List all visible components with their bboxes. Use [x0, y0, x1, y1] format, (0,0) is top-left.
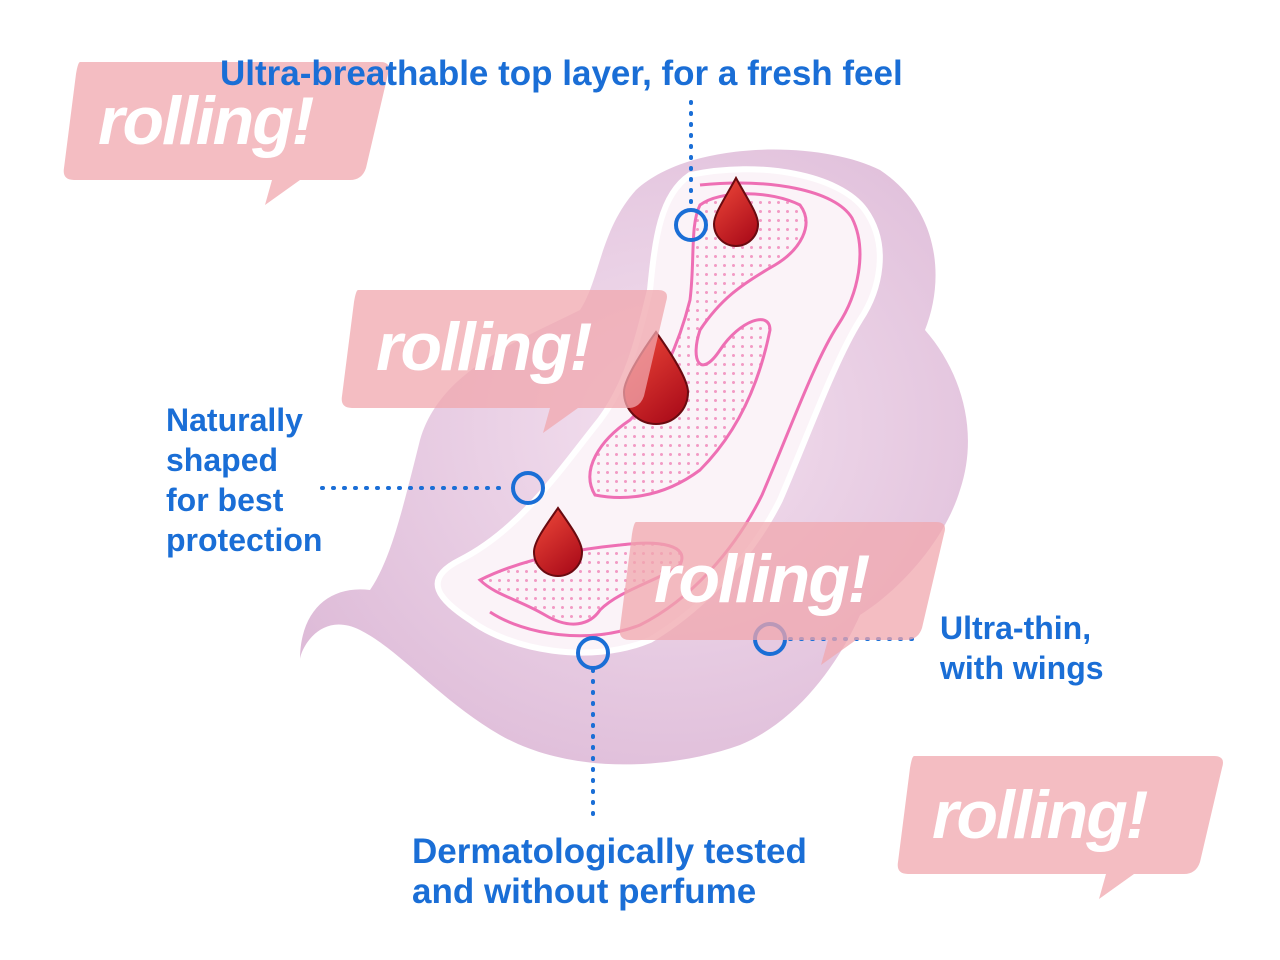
callout-line: Ultra-breathable top layer, for a fresh … [220, 54, 903, 93]
watermark-bubble [341, 290, 667, 433]
callout-line: with wings [940, 650, 1104, 686]
callout-line: for best [166, 482, 284, 518]
callout-label-bottom: Dermatologically tested and without perf… [412, 832, 807, 912]
watermark-bubble [63, 62, 389, 205]
callout-label-left: Naturally shaped for best protection [166, 400, 322, 560]
droplet-icon [712, 175, 760, 247]
callout-marker-top [674, 208, 708, 242]
callout-label-right: Ultra-thin, with wings [940, 608, 1104, 688]
callout-marker-bottom [576, 636, 610, 670]
callout-label-top: Ultra-breathable top layer, for a fresh … [220, 52, 903, 96]
callout-line: Ultra-thin, [940, 610, 1092, 646]
callout-line: and without perfume [412, 872, 757, 911]
callout-line: shaped [166, 442, 279, 478]
callout-marker-left [511, 471, 545, 505]
callout-line: protection [166, 522, 323, 558]
callout-line: Naturally [166, 402, 303, 438]
callout-line: Dermatologically tested [412, 832, 807, 871]
watermark-bubble [619, 522, 945, 665]
droplet-icon [532, 506, 584, 577]
watermark-bubble [897, 756, 1223, 899]
